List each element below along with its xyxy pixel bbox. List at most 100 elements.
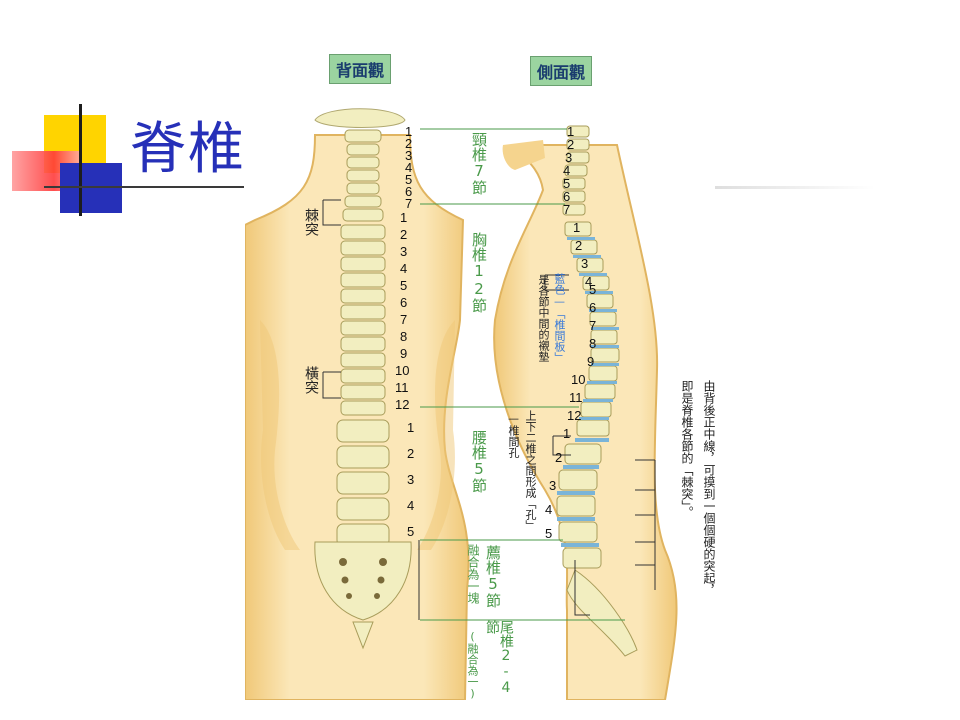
vertebra-side (558, 469, 598, 491)
spine-illustration (244, 108, 678, 701)
cervical-number: 4 (405, 160, 413, 175)
back-spine-column (314, 129, 412, 650)
vertebra-back (336, 419, 390, 443)
cervical-number: 5 (563, 176, 571, 191)
lumbar-number: 2 (407, 446, 415, 461)
side-spine-column (556, 125, 638, 657)
thoracic-number: 6 (589, 300, 597, 315)
thoracic-number: 2 (575, 238, 583, 253)
lumbar-number: 1 (407, 420, 415, 435)
vertebra-side (580, 401, 612, 418)
vertebra-side (566, 151, 590, 164)
sacrum-note: 融合為一塊 (466, 544, 480, 604)
vertebra-back (340, 224, 386, 240)
vertebra-back (336, 471, 390, 495)
cervical-number: 7 (405, 196, 413, 211)
vertebra-back (340, 384, 386, 400)
vertebra-side (556, 495, 596, 517)
cervical-number: 4 (563, 163, 571, 178)
vertebra-back (344, 195, 382, 208)
vertebra-side (566, 138, 590, 151)
thoracic-number: 7 (400, 312, 408, 327)
vertebra-back (346, 169, 380, 182)
cervical-number: 2 (567, 137, 575, 152)
thoracic-number: 8 (400, 329, 408, 344)
thoracic-number: 6 (400, 295, 408, 310)
disc-label: 藍色—「椎間板」 (553, 273, 566, 363)
thoracic-number: 10 (395, 363, 410, 378)
deco-fade-line (715, 186, 875, 189)
vertebra-side (562, 190, 586, 203)
skull-base-icon (314, 108, 406, 128)
lumbar-number: 2 (555, 450, 563, 465)
vertebra-side (564, 164, 588, 177)
lumbar-number: 4 (407, 498, 415, 513)
lumbar-number: 3 (549, 478, 557, 493)
thoracic-number: 10 (571, 372, 586, 387)
sacrum-side (566, 569, 638, 657)
cervical-number: 2 (405, 136, 413, 151)
thoracic-number: 11 (395, 380, 409, 395)
thoracic-number: 2 (400, 227, 408, 242)
back-view-label: 背面觀 (329, 54, 392, 84)
vertebra-back (340, 368, 386, 384)
vertebra-back (336, 445, 390, 469)
back-left-arm (260, 320, 300, 550)
lumbar-number: 5 (407, 524, 415, 539)
foramen-description: 上下二椎之間形成「孔」 (524, 410, 537, 531)
vertebra-back (340, 352, 386, 368)
vertebra-side (562, 177, 586, 190)
cervical-number: 1 (405, 124, 413, 139)
sacrum-label: 薦椎5節 (484, 545, 502, 608)
deco-vertical-line (79, 104, 82, 216)
deco-blue-square (60, 163, 122, 213)
thoracic-number: 3 (400, 244, 408, 259)
disc-description: 是各節中間的襯墊 (537, 274, 550, 362)
vertebra-side (576, 419, 610, 437)
thoracic-number: 4 (400, 261, 408, 276)
cervical-number: 5 (405, 172, 413, 187)
connector-lines (420, 128, 625, 621)
cervical-number: 7 (563, 202, 571, 217)
vertebra-back (340, 272, 386, 288)
cervical-number: 6 (405, 184, 413, 199)
thoracic-number: 3 (581, 256, 589, 271)
lumbar-number: 1 (563, 426, 571, 441)
thoracic-number: 5 (589, 282, 597, 297)
thoracic-number: 12 (567, 408, 582, 423)
thoracic-number: 8 (589, 336, 597, 351)
cervical-number: 1 (567, 124, 575, 139)
coccyx-label: 尾椎2-4節 (484, 620, 514, 696)
side-neck (502, 140, 545, 170)
vertebra-back (342, 208, 384, 222)
thoracic-number: 4 (585, 274, 593, 289)
thoracic-number: 9 (587, 354, 595, 369)
spine-figure: 背面觀 側面觀 1 2 3 4 5 6 7 1 2 3 4 5 6 7 8 9 … (244, 50, 735, 701)
vertebra-back (344, 129, 382, 143)
sacrum-holes (339, 558, 387, 599)
side-discs (557, 237, 619, 547)
sacrum-back (314, 541, 412, 621)
lumbar-number: 5 (545, 526, 553, 541)
transverse-process-label: 橫突 (303, 366, 319, 394)
back-right-arm (417, 320, 455, 550)
thoracic-number: 1 (400, 210, 408, 225)
vertebra-back (336, 497, 390, 521)
deco-horizontal-line (44, 186, 244, 188)
coccyx-note: (融合為一) (466, 630, 479, 700)
vertebra-back (340, 288, 386, 304)
vertebra-side (562, 203, 586, 216)
vertebra-side (564, 443, 602, 465)
vertebra-back (346, 156, 380, 169)
thoracic-number: 1 (573, 220, 581, 235)
thoracic-number: 5 (400, 278, 408, 293)
vertebra-back (340, 320, 386, 336)
page-title: 脊椎 (130, 117, 246, 182)
lumbar-number: 3 (407, 472, 415, 487)
vertebra-side (558, 521, 598, 543)
side-view-label: 側面觀 (530, 56, 593, 86)
lumbar-label: 腰椎5節 (470, 430, 488, 493)
thoracic-number: 9 (400, 346, 408, 361)
foramen-label: —椎間孔 (507, 412, 520, 458)
vertebra-back (340, 304, 386, 320)
